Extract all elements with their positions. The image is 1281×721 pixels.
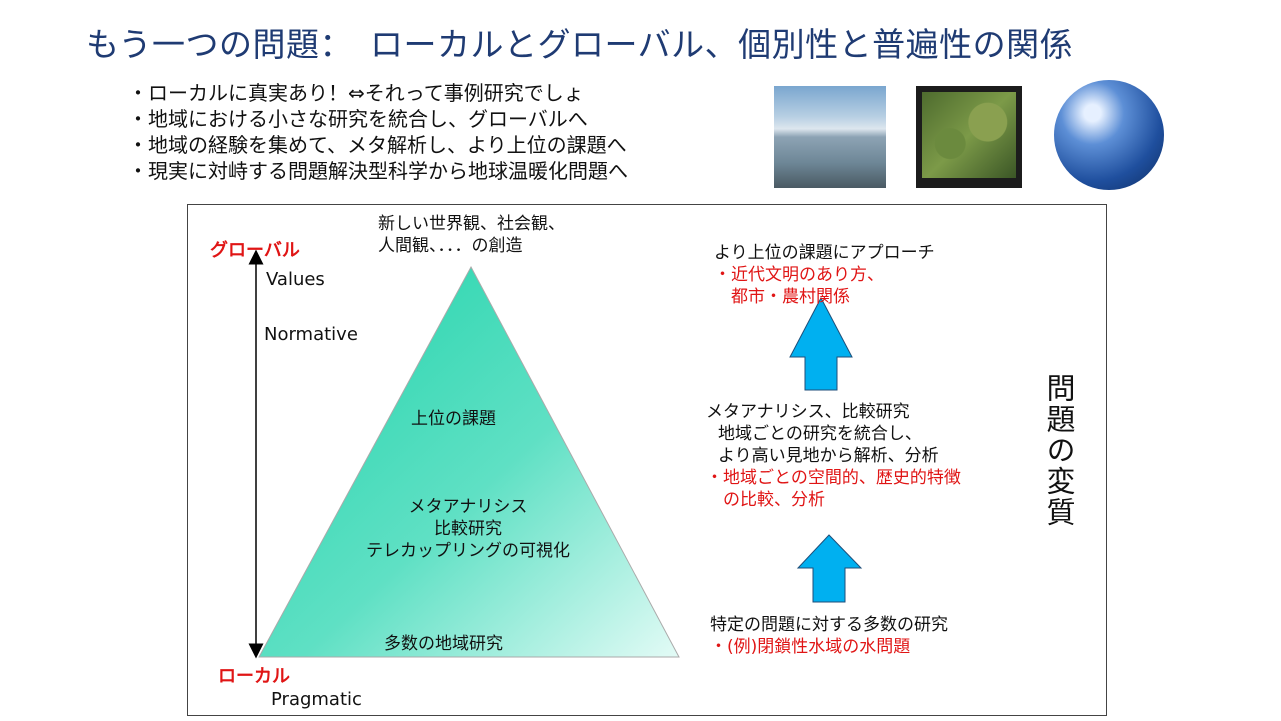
earth-globe-image [1054,80,1164,190]
right-top-text: より上位の課題にアプローチ ・近代文明のあり方、 都市・農村関係 [714,243,935,307]
bullet-item: ・ローカルに真実あり！⇔それって事例研究でしょ [128,81,584,105]
lake-photo [774,86,886,188]
pyramid-shape [258,265,680,658]
slide-title: もう一つの問題： ローカルとグローバル、個別性と普遍性の関係 [86,25,1074,64]
pyramid-bottom-label: 多数の地域研究 [384,634,503,654]
diagram-shapes [248,249,863,659]
bullet-item: ・現実に対峙する問題解決型科学から地球温暖化問題へ [128,159,628,183]
diagram-frame: 新しい世界観、社会観、 人間観、．．．の創造 グローバル Values Norm… [187,204,1107,716]
bullet-item: ・地域における小さな研究を統合し、グローバルへ [128,107,588,131]
local-label: ローカル [218,666,290,687]
pyramid-middle-label: メタアナリシス 比較研究 テレカップリングの可視化 [366,497,570,561]
pragmatic-label: Pragmatic [271,689,362,710]
up-arrow-lower [796,534,863,603]
bullet-list: ・ローカルに真実あり！⇔それって事例研究でしょ ・地域における小さな研究を統合し… [128,80,628,184]
pyramid-upper-label: 上位の課題 [411,409,496,429]
right-bottom-text: 特定の問題に対する多数の研究 ・(例)閉鎖性水域の水問題 [710,615,948,657]
values-label: Values [266,269,325,290]
up-arrow-upper [789,296,853,391]
global-label: グローバル [210,240,300,261]
vertical-label: 問題の変質 [1042,373,1076,528]
normative-label: Normative [264,324,358,345]
top-label: 新しい世界観、社会観、 人間観、．．．の創造 [378,214,565,256]
right-middle-text: メタアナリシス、比較研究 地域ごとの研究を統合し、 より高い見地から解析、分析 … [706,402,961,510]
bullet-item: ・地域の経験を集めて、メタ解析し、より上位の課題へ [128,133,627,157]
satellite-map-photo [916,86,1022,188]
